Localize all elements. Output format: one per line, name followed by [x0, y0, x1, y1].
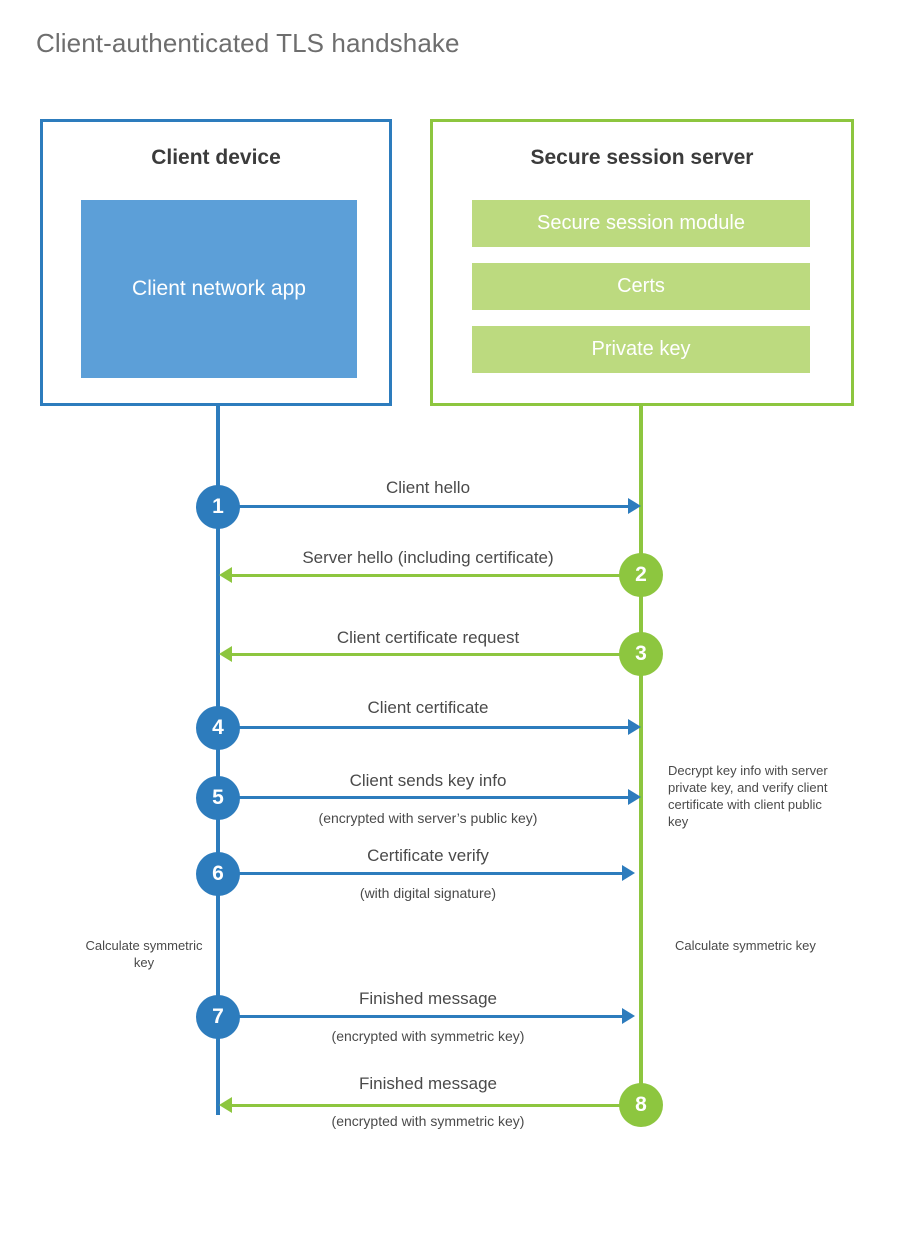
step-circle-5[interactable]: 5: [196, 776, 240, 820]
server-block-secure-session-module: Secure session module: [472, 200, 810, 247]
server-block-label: Certs: [617, 275, 665, 297]
step-3-arrow-line: [232, 653, 632, 656]
step-5-arrow-line: [218, 796, 628, 799]
step-8-arrowhead-icon: [219, 1097, 232, 1113]
step-number: 1: [212, 495, 224, 518]
step-8-sublabel: (encrypted with symmetric key): [331, 1113, 525, 1129]
secure-session-server-title: Secure session server: [530, 146, 754, 169]
step-1-arrowhead-icon: [628, 498, 641, 514]
client-device-box: Client device Client network app: [40, 119, 392, 406]
step-7-arrowhead-icon: [622, 1008, 635, 1024]
step-number: 6: [212, 862, 224, 885]
step-1-label: Client hello: [385, 478, 471, 497]
step-circle-2[interactable]: 2: [619, 553, 663, 597]
step-6-label: Certificate verify: [367, 846, 489, 865]
step-3-arrowhead-icon: [219, 646, 232, 662]
client-device-title: Client device: [151, 146, 281, 169]
client-lifeline: [216, 403, 220, 1115]
step-number: 2: [635, 563, 647, 586]
step-number: 3: [635, 642, 647, 665]
step-4-arrow-line: [218, 726, 628, 729]
server-block-label: Private key: [591, 338, 691, 360]
step-4-label: Client certificate: [367, 698, 489, 717]
step-6-arrowhead-icon: [622, 865, 635, 881]
step-3-label: Client certificate request: [336, 628, 520, 647]
step-4-arrowhead-icon: [628, 719, 641, 735]
secure-session-server-box: Secure session server Secure session mod…: [430, 119, 854, 406]
client-network-app-label: Client network app: [132, 277, 306, 300]
step-7-arrow-line: [218, 1015, 622, 1018]
step-number: 5: [212, 786, 224, 809]
step-2-arrow-line: [232, 574, 632, 577]
step-circle-6[interactable]: 6: [196, 852, 240, 896]
client-calculate-symmetric-key-note: Calculate symmetric key: [85, 938, 203, 970]
step-circle-4[interactable]: 4: [196, 706, 240, 750]
step-6-arrow-line: [218, 872, 622, 875]
step-5-sublabel: (encrypted with server’s public key): [318, 810, 538, 826]
step-number: 7: [212, 1005, 224, 1028]
step-circle-1[interactable]: 1: [196, 485, 240, 529]
step-2-arrowhead-icon: [219, 567, 232, 583]
server-block-certs: Certs: [472, 263, 810, 310]
step-circle-8[interactable]: 8: [619, 1083, 663, 1127]
step-8-label: Finished message: [359, 1074, 497, 1093]
server-lifeline: [639, 403, 643, 1107]
step-2-label: Server hello (including certificate): [302, 548, 554, 567]
client-network-app-block: Client network app: [81, 200, 357, 378]
server-decrypt-note: Decrypt key info with server private key…: [668, 763, 828, 829]
step-7-label: Finished message: [359, 989, 497, 1008]
step-8-arrow-line: [232, 1104, 632, 1107]
step-number: 4: [212, 716, 224, 739]
server-block-private-key: Private key: [472, 326, 810, 373]
step-6-sublabel: (with digital signature): [359, 885, 497, 901]
step-1-arrow-line: [218, 505, 628, 508]
step-5-arrowhead-icon: [628, 789, 641, 805]
page-title: Client-authenticated TLS handshake: [36, 28, 460, 58]
step-5-label: Client sends key info: [349, 771, 507, 790]
server-block-label: Secure session module: [537, 212, 745, 234]
step-number: 8: [635, 1093, 647, 1116]
step-circle-3[interactable]: 3: [619, 632, 663, 676]
step-circle-7[interactable]: 7: [196, 995, 240, 1039]
server-calculate-symmetric-key-note: Calculate symmetric key: [675, 938, 816, 953]
step-7-sublabel: (encrypted with symmetric key): [331, 1028, 525, 1044]
